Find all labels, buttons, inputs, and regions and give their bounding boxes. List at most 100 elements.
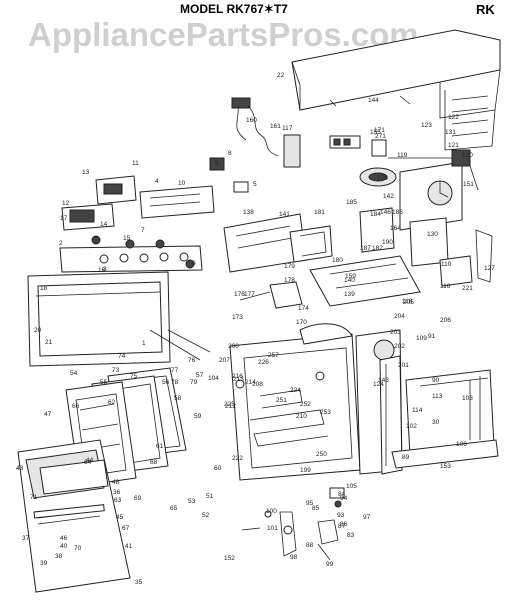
part-label-18: 18 bbox=[40, 285, 48, 292]
part-label-131: 131 bbox=[445, 129, 456, 136]
part-label-105: 105 bbox=[346, 483, 357, 490]
part-label-6: 6 bbox=[192, 260, 196, 267]
part-label-84: 84 bbox=[338, 491, 346, 498]
part-label-204: 204 bbox=[394, 313, 405, 320]
part-label-75: 75 bbox=[130, 373, 138, 380]
part-label-270: 270 bbox=[377, 175, 388, 182]
part-label-78: 78 bbox=[171, 379, 179, 386]
part-label-94: 94 bbox=[340, 495, 348, 502]
part-label-47: 47 bbox=[44, 411, 52, 418]
part-label-253: 253 bbox=[320, 409, 331, 416]
part-label-144: 144 bbox=[368, 97, 379, 104]
part-label-36: 36 bbox=[113, 489, 121, 496]
part-label-114: 114 bbox=[412, 407, 423, 414]
part-label-20: 20 bbox=[34, 327, 42, 334]
part-label-127: 127 bbox=[484, 265, 495, 272]
part-label-64: 64 bbox=[84, 459, 92, 466]
part-label-187: 187 bbox=[360, 245, 371, 252]
part-label-88: 88 bbox=[306, 542, 314, 549]
part-label-113: 113 bbox=[432, 393, 443, 400]
part-label-22: 22 bbox=[277, 72, 285, 79]
part-label-58: 58 bbox=[174, 395, 182, 402]
part-label-69: 69 bbox=[134, 495, 142, 502]
part-label-15: 15 bbox=[123, 235, 131, 242]
part-label-65: 65 bbox=[170, 505, 178, 512]
part-label-142: 142 bbox=[383, 193, 394, 200]
part-label-9: 9 bbox=[215, 160, 219, 167]
part-label-184: 184 bbox=[370, 211, 381, 218]
part-label-30: 30 bbox=[432, 419, 440, 426]
lower-oven-body bbox=[229, 323, 403, 481]
part-label-5: 5 bbox=[253, 181, 257, 188]
part-label-63: 63 bbox=[114, 497, 122, 504]
model-code: RK bbox=[476, 2, 495, 17]
part-label-37: 37 bbox=[22, 535, 30, 542]
part-label-51: 51 bbox=[206, 493, 214, 500]
part-label-101: 101 bbox=[267, 525, 278, 532]
wiring-harness bbox=[231, 97, 455, 187]
upper-oven-parts bbox=[223, 207, 493, 309]
part-label-48: 48 bbox=[112, 479, 120, 486]
part-label-14: 14 bbox=[100, 221, 108, 228]
part-label-53: 53 bbox=[188, 498, 196, 505]
part-label-90: 90 bbox=[432, 377, 440, 384]
part-label-178: 178 bbox=[284, 277, 295, 284]
part-label-251: 251 bbox=[276, 397, 287, 404]
part-label-21: 21 bbox=[45, 339, 53, 346]
part-label-4: 4 bbox=[155, 178, 159, 185]
part-label-171: 171 bbox=[374, 127, 385, 134]
part-label-206: 206 bbox=[440, 317, 451, 324]
part-label-12: 12 bbox=[62, 200, 70, 207]
part-label-120: 120 bbox=[462, 152, 473, 159]
part-label-95: 95 bbox=[306, 500, 314, 507]
control-panel-assembly bbox=[59, 157, 249, 273]
part-label-38: 38 bbox=[55, 553, 63, 560]
part-label-16: 16 bbox=[98, 267, 106, 274]
part-label-181: 181 bbox=[314, 209, 325, 216]
oven-door-assembly bbox=[17, 367, 187, 593]
part-label-151: 151 bbox=[463, 181, 474, 188]
part-label-221: 221 bbox=[462, 285, 473, 292]
right-side-panel bbox=[399, 149, 479, 231]
part-label-146: 146 bbox=[380, 209, 391, 216]
part-label-140: 140 bbox=[344, 277, 355, 284]
part-label-161: 161 bbox=[270, 123, 281, 130]
part-label-212: 212 bbox=[225, 403, 236, 410]
part-label-170: 170 bbox=[296, 319, 307, 326]
part-label-207: 207 bbox=[219, 357, 230, 364]
part-label-41: 41 bbox=[125, 543, 133, 550]
part-label-91: 91 bbox=[428, 333, 436, 340]
part-label-153: 153 bbox=[440, 463, 451, 470]
part-label-87: 87 bbox=[338, 523, 346, 530]
part-label-54: 54 bbox=[70, 370, 78, 377]
part-label-98: 98 bbox=[290, 554, 298, 561]
part-label-177: 177 bbox=[244, 291, 255, 298]
part-label-52: 52 bbox=[202, 512, 210, 519]
part-label-73: 73 bbox=[112, 367, 120, 374]
part-label-104: 104 bbox=[208, 375, 219, 382]
part-label-226: 226 bbox=[258, 359, 269, 366]
part-label-119: 119 bbox=[397, 152, 408, 159]
part-label-59: 59 bbox=[194, 413, 202, 420]
part-label-85: 85 bbox=[312, 505, 320, 512]
part-label-164: 164 bbox=[390, 225, 401, 232]
part-label-2: 2 bbox=[59, 240, 63, 247]
oven-top-wrapper bbox=[291, 29, 501, 151]
part-label-106: 106 bbox=[456, 441, 467, 448]
part-label-77: 77 bbox=[171, 367, 179, 374]
part-label-60: 60 bbox=[214, 465, 222, 472]
part-label-159: 159 bbox=[345, 273, 356, 280]
part-label-123: 123 bbox=[421, 122, 432, 129]
watermark: AppliancePartsPros.com bbox=[28, 16, 419, 53]
part-label-160: 160 bbox=[246, 117, 257, 124]
part-label-205: 205 bbox=[403, 299, 414, 306]
part-label-76: 76 bbox=[188, 357, 196, 364]
part-label-93: 93 bbox=[337, 512, 345, 519]
part-label-213: 213 bbox=[233, 376, 244, 383]
part-label-83: 83 bbox=[347, 532, 355, 539]
part-label-57: 57 bbox=[196, 372, 204, 379]
part-label-102: 102 bbox=[406, 423, 417, 430]
part-label-13: 13 bbox=[82, 169, 90, 176]
